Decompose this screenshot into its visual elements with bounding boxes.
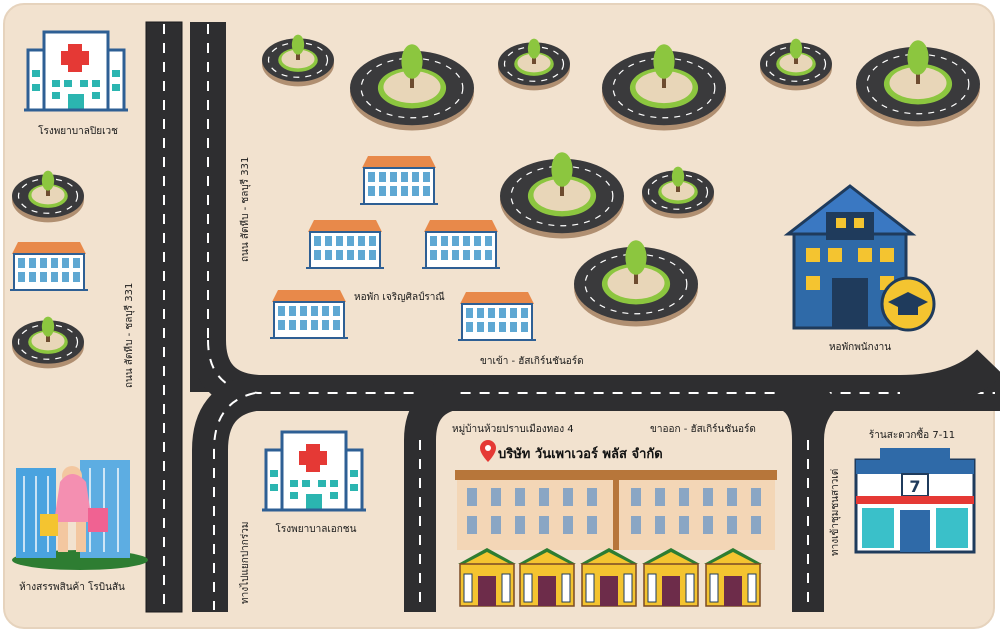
village-house-icon [642,548,700,607]
dorm-building-icon [458,292,536,341]
roundabout-tree [350,44,474,131]
hospital-bottom-icon [262,430,366,512]
location-pin-icon [480,440,496,462]
road-label-vertical-left: ถนน สัตหีบ - ชลบุรี 331 [123,283,135,388]
entry-road-label: ขาเข้า - ฮัสเกิร์นชันอร์ด [480,355,584,367]
village-house-icon [580,548,638,607]
roundabout-tree [760,38,832,91]
dorm-building-icon [422,220,500,269]
employee-dorm-label: หอพักพนักงาน [829,342,891,353]
village-house-icon [458,548,516,607]
store-icon: 7 [854,448,976,554]
mall-label: ห้างสรรพสินค้า โรบินสัน [19,580,125,593]
village-houses [458,548,762,607]
dorm-building-icon [10,242,88,291]
roundabout-tree [12,316,84,369]
store-label: ร้านสะดวกซื้อ 7-11 [869,427,955,441]
dorm-building-icon [360,156,438,205]
lower-left-road-label: ทางไปแยกปากร่วม [239,522,251,604]
roundabout-tree [856,40,980,127]
village-label: หมู่บ้านห้วยปราบเมืองทอง 4 [452,423,574,435]
company-building [455,470,777,550]
dorm-building-icon [270,290,348,339]
roundabout-tree [574,240,698,327]
village-house-icon [518,548,576,607]
road-label-vertical-inner: ถนน สัตหีบ - ชลบุรี 331 [239,157,251,262]
roundabout-tree [12,170,84,223]
employee-dorm-icon [783,184,936,332]
roundabout-tree [642,166,714,219]
company-label: บริษัท วันเพาเวอร์ พลัส จำกัด [498,446,663,462]
store-logo: 7 [909,477,920,496]
hospital-top-icon [24,30,128,112]
hospital-bottom-label: โรงพยาบาลเอกชน [276,522,357,535]
roundabout-tree [498,38,570,91]
dorm-building-icon [306,220,384,269]
dorm-cluster-label: หอพัก เจริญศิลป์ราณี [354,291,445,303]
exit-road-label: ขาออก - ฮัสเกิร์นชันอร์ด [650,423,756,435]
roundabout-tree [262,34,334,87]
roundabouts [12,34,980,369]
road-network [145,21,1000,613]
dorm-buildings [10,156,536,341]
roundabout-tree [500,152,624,239]
roundabout-tree [602,44,726,131]
hospital-top-label: โรงพยาบาลปิยเวช [38,124,118,137]
right-road-label: ทางเข้าชุมชนสาวเต่ [829,469,841,556]
mall-icon [12,460,148,570]
village-house-icon [704,548,762,607]
